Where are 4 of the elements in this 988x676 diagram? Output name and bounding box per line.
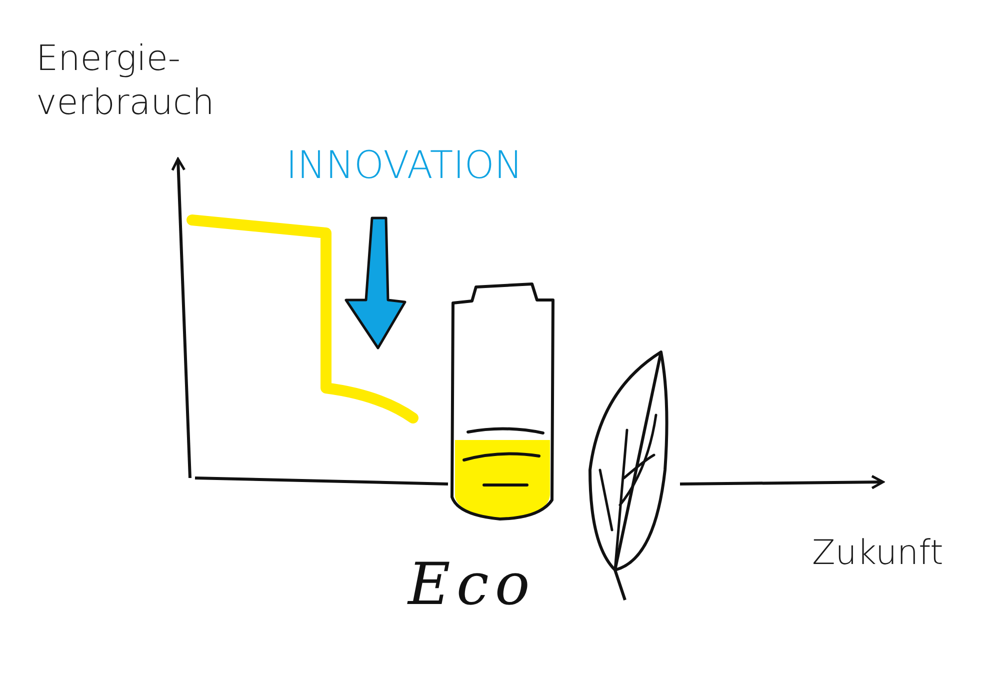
axis-label: Zukunft [812, 532, 944, 574]
axis-label: Energie- verbrauch [36, 38, 216, 125]
annotation-text: INNOVATION [286, 142, 524, 189]
handwritten-text: Eco [408, 549, 537, 620]
